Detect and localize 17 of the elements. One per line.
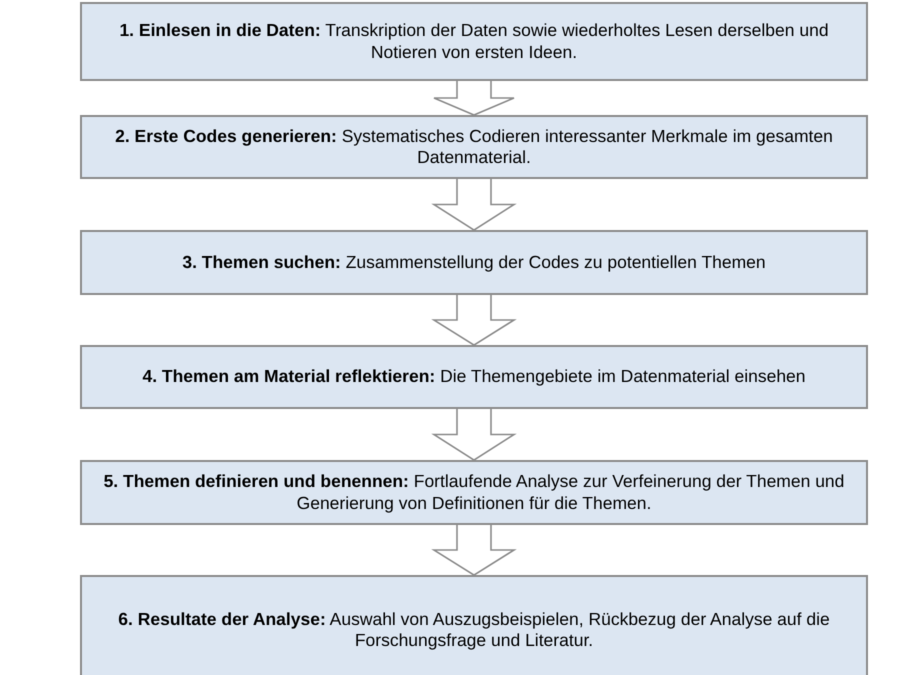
block-arrow bbox=[431, 408, 517, 461]
step-text: 4. Themen am Material reflektieren: Die Themengebiete im Datenmaterial einsehen bbox=[142, 366, 806, 388]
step-text: 1. Einlesen in die Daten: Transkription der Daten sowie wiederholtes Lesen derselben und Notieren von ersten Ideen. bbox=[118, 20, 830, 63]
block-arrow bbox=[431, 178, 517, 231]
process-box bbox=[80, 115, 868, 179]
step-text: 5. Themen definieren und benennen: Fortlaufende Analyse zur Verfeinerung der Themen und Generierung von Definitionen für die Themen. bbox=[102, 471, 846, 514]
process-box bbox=[80, 230, 868, 295]
block-arrow bbox=[431, 524, 517, 576]
step-text: 6. Resultate der Analyse: Auswahl von Auszugsbeispielen, Rückbezug der Analyse auf die Forschungsfrage und Literatur. bbox=[117, 608, 831, 652]
step-text: 2. Erste Codes generieren: Systematisches Codieren interessanter Merkmale im gesamten Datenmaterial. bbox=[114, 126, 834, 168]
process-box bbox=[80, 2, 868, 81]
block-arrow bbox=[433, 80, 515, 116]
step-text: 3. Themen suchen: Zusammenstellung der Codes zu potentiellen Themen bbox=[182, 252, 766, 274]
block-arrow bbox=[431, 294, 517, 346]
process-box bbox=[80, 460, 868, 525]
process-box bbox=[80, 575, 868, 675]
process-box bbox=[80, 345, 868, 409]
